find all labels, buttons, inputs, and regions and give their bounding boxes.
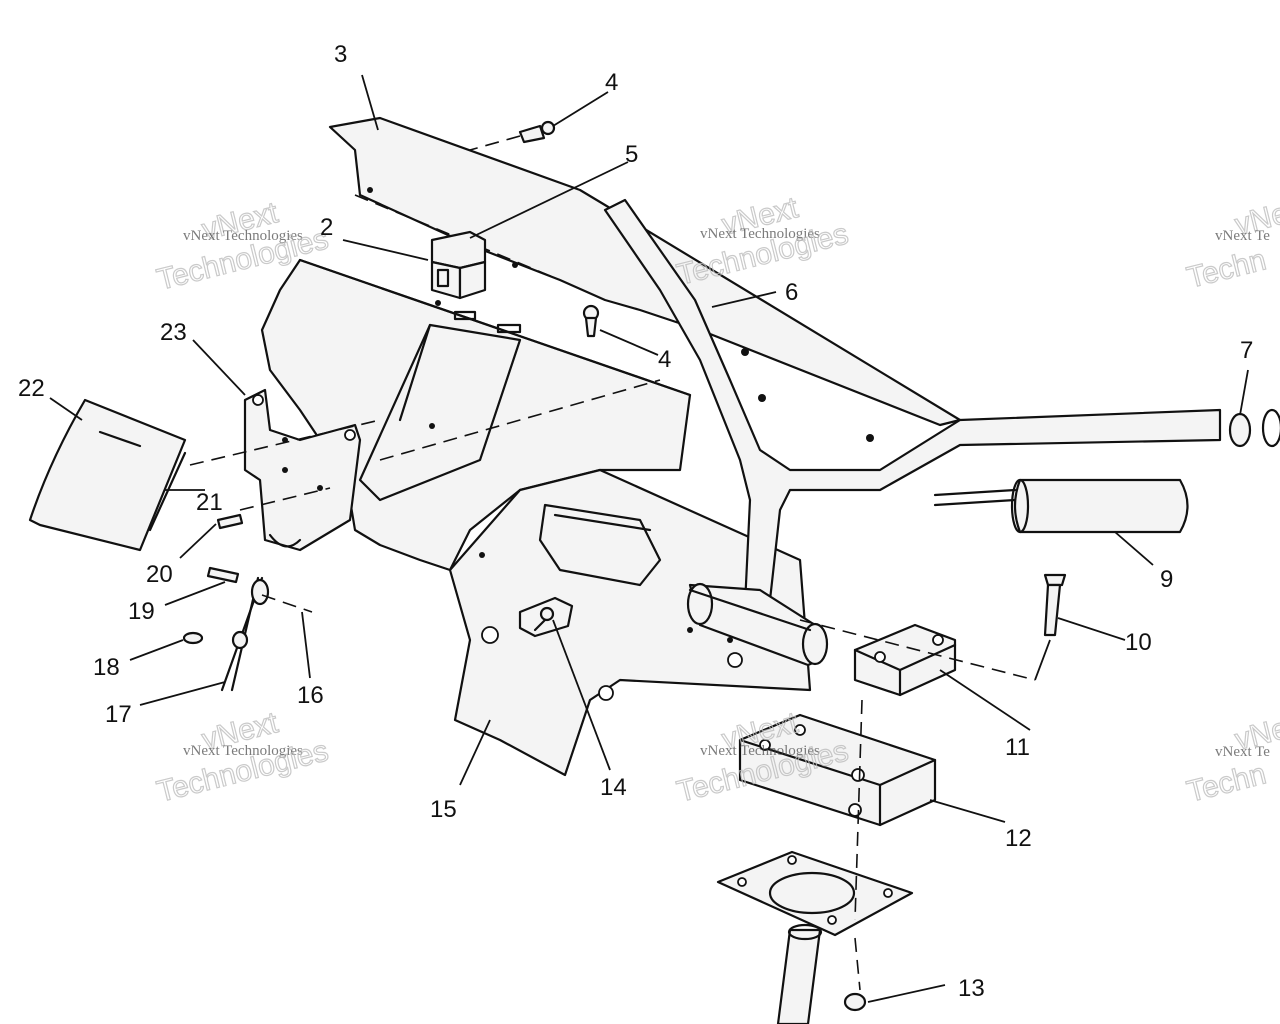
leader-lines [49,74,1249,1003]
part-10-bolt [1043,573,1067,637]
callout-13: 13 [958,975,985,1002]
part-14-fastener [518,596,574,638]
callout-19: 19 [128,598,155,625]
part-9-grip [933,478,1189,534]
part-16-17-cable [220,576,313,692]
callout-15: 15 [430,796,457,823]
part-11-upper-clamp [853,623,957,697]
callout-4-top: 4 [605,69,618,96]
watermark-line: vNext Te [1215,228,1270,244]
callout-7: 7 [1240,337,1253,364]
part-18-washer [182,631,204,645]
watermark-top-right: vNex vNext Te Techn [1183,193,1280,296]
callout-3: 3 [334,41,347,68]
callout-11: 11 [1005,734,1030,761]
callout-18: 18 [93,654,120,681]
handlebar-tube-section [686,582,829,667]
watermark-line: vNext Technologies [700,743,820,759]
part-23-bracket [189,388,381,552]
part-6-handlebar [603,198,1222,607]
callout-21: 21 [196,489,223,516]
callout-5: 5 [625,141,638,168]
part-2-switch [430,230,487,300]
part-4-screw-mid [582,304,600,338]
callout-labels: 3 4 5 2 6 4 7 9 10 11 12 13 14 15 16 17 … [18,41,1253,1002]
part-19-pin [206,566,240,584]
callout-10: 10 [1125,629,1152,656]
part-4-screw-top [518,120,556,144]
callout-14: 14 [600,774,627,801]
part-12-lower-clamp [738,713,937,827]
part-20-screw [216,513,244,530]
watermark-line: vNext Technologies [183,228,303,244]
callout-6: 6 [785,279,798,306]
part-15-lower-shroud [448,468,812,777]
part-13-nut [843,992,867,1012]
callout-17: 17 [105,701,132,728]
callout-2: 2 [320,214,333,241]
callout-23: 23 [160,319,187,346]
callout-16: 16 [297,682,324,709]
callout-4-mid: 4 [658,346,671,373]
part-7-end-cap [1228,408,1280,448]
watermark-bottom-right: vNex vNext Te Techn [1183,708,1280,810]
watermark-word-bottom: Techn [1184,243,1270,294]
part-mounting-plate [716,850,914,937]
callout-12: 12 [1005,825,1032,852]
watermark-top-center: vNext vNext Technologies Technologies [673,190,852,292]
part-21-hinge [148,451,187,532]
part-22-panel [28,398,187,552]
callout-20: 20 [146,561,173,588]
watermark-line: vNext Te [1215,744,1270,760]
watermark-line: vNext Technologies [183,743,303,759]
part-steering-post [776,923,823,1024]
watermark-bottom-left: vNext vNext Technologies Technologies [153,705,332,809]
part-1-console-body [260,258,766,572]
watermark-line: vNext Technologies [700,226,820,242]
callout-9: 9 [1160,566,1173,593]
callout-22: 22 [18,375,45,402]
watermark-word-bottom: Techn [1184,757,1270,808]
